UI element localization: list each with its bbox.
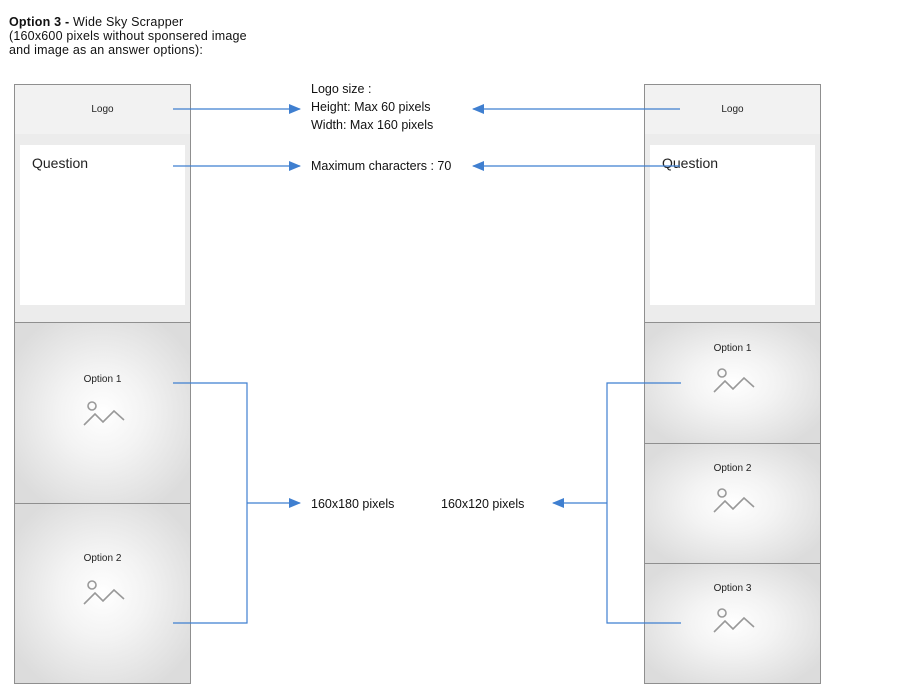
logo-size-note: Logo size : Height: Max 60 pixels Width:… bbox=[311, 80, 433, 134]
logo-width-note: Width: Max 160 pixels bbox=[311, 118, 434, 132]
header-title: Option 3 - Wide Sky Scrapper bbox=[9, 15, 247, 29]
image-placeholder-icon bbox=[713, 608, 755, 633]
right-option-size-note: 160x120 pixels bbox=[441, 497, 525, 511]
image-placeholder-icon bbox=[83, 580, 125, 605]
right-logo-label: Logo bbox=[721, 104, 744, 115]
left-option-1: Option 1 bbox=[15, 323, 190, 503]
left-option-2: Option 2 bbox=[15, 503, 190, 683]
image-placeholder-icon bbox=[713, 488, 755, 513]
left-options-bracket bbox=[173, 382, 248, 624]
left-skyscraper-mockup: Logo Question Option 1 Option 2 bbox=[14, 84, 191, 684]
logo-height-note: Height: Max 60 pixels bbox=[311, 100, 431, 114]
left-question-box: Question bbox=[20, 145, 185, 305]
left-logo-label: Logo bbox=[91, 104, 114, 115]
left-option-2-label: Option 2 bbox=[83, 553, 122, 564]
right-option-2: Option 2 bbox=[645, 443, 820, 563]
max-characters-note: Maximum characters : 70 bbox=[311, 159, 452, 173]
header-bold-prefix: Option 3 - bbox=[9, 15, 70, 29]
right-question-area: Question bbox=[645, 134, 820, 323]
diagram-header: Option 3 - Wide Sky Scrapper (160x600 pi… bbox=[9, 15, 247, 57]
right-question-label: Question bbox=[662, 155, 719, 171]
logo-size-title: Logo size : bbox=[311, 82, 372, 96]
left-option-size-note: 160x180 pixels bbox=[311, 497, 395, 511]
left-logo-bar: Logo bbox=[15, 85, 190, 135]
right-options-bracket bbox=[606, 382, 681, 624]
left-question-area: Question bbox=[15, 134, 190, 323]
header-title-rest: Wide Sky Scrapper bbox=[69, 15, 184, 29]
left-question-label: Question bbox=[32, 155, 89, 171]
left-option-1-label: Option 1 bbox=[83, 374, 122, 385]
right-option-3-label: Option 3 bbox=[713, 583, 752, 594]
right-option-2-label: Option 2 bbox=[713, 463, 752, 474]
image-placeholder-icon bbox=[713, 368, 755, 393]
image-placeholder-icon bbox=[83, 401, 125, 426]
right-skyscraper-mockup: Logo Question Option 1 Option 2 Option 3 bbox=[644, 84, 821, 684]
right-option-1-label: Option 1 bbox=[713, 343, 752, 354]
header-line-2: (160x600 pixels without sponsered image bbox=[9, 29, 247, 43]
header-line-3: and image as an answer options): bbox=[9, 43, 204, 57]
right-logo-bar: Logo bbox=[645, 85, 820, 135]
right-question-box: Question bbox=[650, 145, 815, 305]
